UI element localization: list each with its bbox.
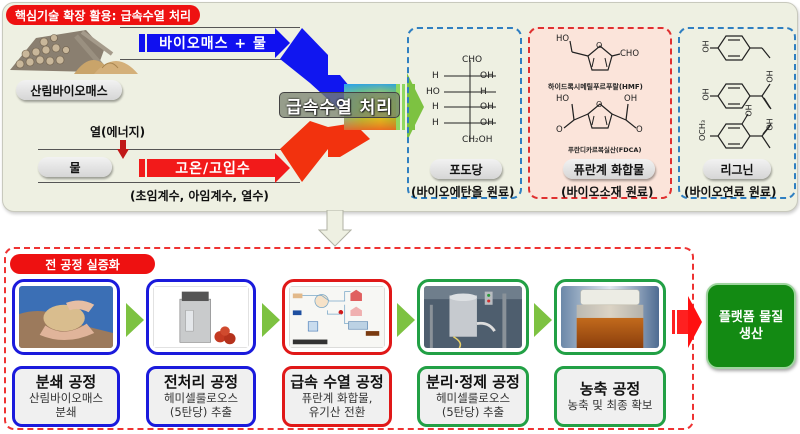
step-2-title: 전처리 공정 <box>163 373 239 391</box>
glucose-row4-right: OH <box>480 118 494 128</box>
glucose-label: 포도당 <box>430 159 502 179</box>
step-1-title: 분쇄 공정 <box>35 373 97 391</box>
glucose-row2-left: HO <box>426 87 440 97</box>
glucose-product-box <box>407 27 522 199</box>
step-4-label-card: 분리·정제 공정 헤미셀룰로오스 (5탄당) 추출 <box>417 366 529 427</box>
water-types-caption: (초임계수, 아임계수, 열수) <box>130 189 269 203</box>
step-3-title: 급속 수열 공정 <box>290 373 384 391</box>
lignin-structure-icon <box>710 35 772 149</box>
lignin-label: 리그닌 <box>703 159 771 179</box>
step-5-image-card <box>554 279 666 355</box>
blue-input-arrow <box>139 28 290 58</box>
step-4-desc-line-1: 헤미셀룰로오스 <box>435 391 511 405</box>
glucose-use-caption: (바이오에탄올 원료) <box>411 185 515 199</box>
fdca-name: 푸란디카르복실산(FDCA) <box>568 146 642 154</box>
core-tech-badge: 핵심기술 확장 활용: 급속수열 처리 <box>6 5 200 25</box>
step-1-desc-line-1: 산림바이오매스 <box>28 391 104 405</box>
step-4-title: 분리·정제 공정 <box>426 373 520 391</box>
step-arrow-1-icon <box>126 303 144 337</box>
biomass-water-arrow-label: 바이오매스 + 물 <box>159 36 267 52</box>
glucose-bottom-group: CH₂OH <box>462 135 493 145</box>
step-2-label-card: 전처리 공정 헤미셀룰로오스 (5탄당) 추출 <box>146 366 256 427</box>
step-4-desc-line-2: (5탄당) 추출 <box>441 405 505 419</box>
lignin-oh-4: OH <box>744 104 754 117</box>
lignin-oh-2: OH <box>765 70 775 83</box>
step-3-desc-line-1: 퓨란계 화합물, <box>301 391 373 405</box>
step-1-image-card <box>12 279 120 355</box>
lignin-oh-3: OH <box>701 88 711 101</box>
furan-use-caption: (바이오소재 원료) <box>561 185 654 199</box>
glucose-row2-right: H <box>480 87 487 97</box>
furan-label: 퓨란계 화합물 <box>563 159 655 179</box>
result-red-arrow-icon <box>672 296 702 348</box>
high-temp-water-arrow-label: 고온/고입수 <box>175 161 251 177</box>
water-label: 물 <box>38 157 112 177</box>
hmf-name: 하이드록시메틸푸르푸랄(HMF) <box>548 83 643 91</box>
fdca-structure-icon: O <box>563 100 637 129</box>
pretreatment-reactor-photo <box>152 285 250 349</box>
step-3-image-card <box>282 279 392 355</box>
step-1-desc-line-2: 분쇄 <box>55 405 77 419</box>
purification-plant-photo <box>424 286 522 349</box>
step-1-label-card: 분쇄 공정 산림바이오매스 분쇄 <box>12 366 120 427</box>
step-5-label-card: 농축 공정 농축 및 최종 확보 <box>554 366 666 427</box>
glucose-row1-left: H <box>432 71 439 81</box>
rapid-hydrothermal-label: 급속수열 처리 <box>279 92 400 118</box>
step-4-image-card <box>417 279 529 355</box>
platform-material-production-box: 플랫폼 물질 생산 <box>706 283 796 369</box>
biomass-track-line-top <box>120 27 300 28</box>
hmf-ho-group: HO <box>556 34 570 44</box>
down-connector-arrow-icon <box>318 210 352 247</box>
heat-energy-label: 열(에너지) <box>90 125 146 139</box>
step-arrow-4-icon <box>534 303 552 337</box>
concentrate-jar-photo <box>561 286 659 348</box>
step-5-title: 농축 공정 <box>579 380 641 398</box>
lignin-oh-5: OH <box>765 118 775 131</box>
forest-biomass-label: 산림바이오매스 <box>16 80 122 100</box>
step-arrow-3-icon <box>397 303 415 337</box>
lignin-product-box <box>678 27 796 199</box>
mixing-flow-graphic <box>139 28 424 183</box>
red-diagonal-flow <box>280 121 370 182</box>
fdca-o-left: O <box>556 125 563 135</box>
red-input-arrow <box>139 153 290 183</box>
hmf-cho-group: CHO <box>620 49 640 59</box>
green-output-arrow <box>407 73 424 141</box>
step-3-label-card: 급속 수열 공정 퓨란계 화합물, 유기산 전환 <box>282 366 392 427</box>
water-track-line-bottom <box>38 182 300 183</box>
step-2-desc-line-1: 헤미셀룰로오스 <box>163 391 239 405</box>
glucose-structure-icon <box>444 60 496 142</box>
glucose-top-group: CHO <box>462 55 483 65</box>
fdca-ho-group: HO <box>556 94 570 104</box>
lignin-och3: OCH₃ <box>698 119 708 142</box>
lignin-use-caption: (바이오연료 원료) <box>684 185 777 199</box>
step-2-desc-line-2: (5탄당) 추출 <box>169 405 233 419</box>
glucose-row3-right: OH <box>480 102 494 112</box>
svg-text:O: O <box>596 100 602 109</box>
fdca-o-right: O <box>636 125 643 135</box>
step-5-desc-line-1: 농축 및 최종 확보 <box>567 398 653 412</box>
glucose-row1-right: OH <box>480 71 494 81</box>
process-flow-diagram-image <box>288 285 386 349</box>
biomass-track-line-bottom <box>120 59 300 60</box>
hands-sawdust-photo <box>19 286 113 348</box>
hmf-structure-icon: O <box>569 40 621 71</box>
step-2-image-card <box>146 279 256 355</box>
sawdust-pile-icon <box>74 60 138 74</box>
glucose-row3-left: H <box>432 102 439 112</box>
log-pile-icon <box>10 30 114 72</box>
heat-down-arrow-icon <box>117 140 129 159</box>
forest-biomass-image <box>10 30 138 74</box>
fdca-oh-group: OH <box>624 94 638 104</box>
lignin-oh-1: OH <box>701 40 711 53</box>
svg-text:O: O <box>596 41 602 50</box>
glucose-row4-left: H <box>432 118 439 128</box>
step-arrow-2-icon <box>262 303 280 337</box>
water-track-line-top <box>38 149 300 150</box>
step-3-desc-line-2: 유기산 전환 <box>308 405 366 419</box>
full-process-badge: 전 공정 실증화 <box>10 254 155 274</box>
